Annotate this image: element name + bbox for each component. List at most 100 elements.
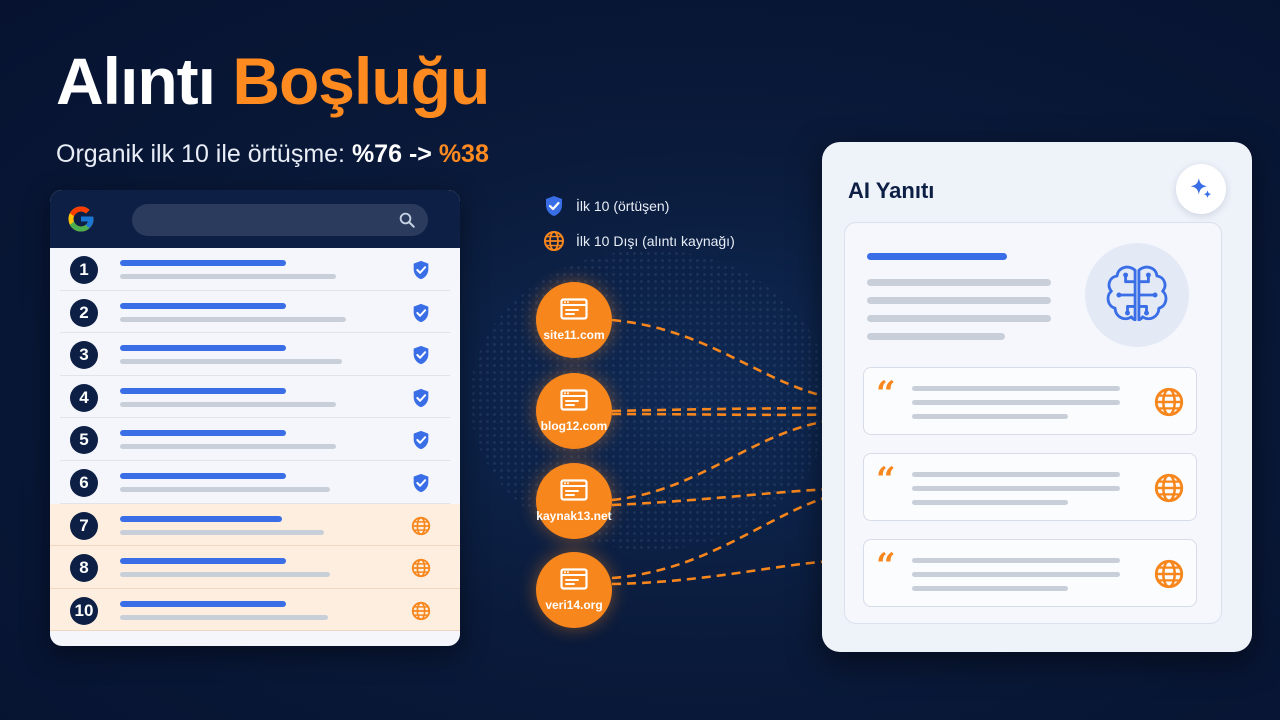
search-input[interactable] [132, 204, 428, 236]
quote-mark-icon: “ [876, 374, 896, 414]
summary-line [867, 333, 1005, 340]
shield-check-icon [546, 196, 562, 216]
results-list: 1 2 3 4 5 6 7 8 10 [50, 248, 460, 632]
shield-check-icon [410, 429, 432, 451]
sparkle-button[interactable] [1176, 164, 1226, 214]
ai-answer-body: “ “ “ [844, 222, 1222, 624]
result-rank: 5 [70, 426, 98, 455]
legend-outside-label: İlk 10 Dışı (alıntı kaynağı) [576, 233, 735, 249]
ai-panel-title: AI Yanıtı [848, 178, 935, 203]
result-row-overlap[interactable]: 4 [60, 376, 450, 419]
result-row-outside[interactable]: 8 [50, 546, 460, 589]
shield-check-icon [410, 259, 432, 281]
result-rank: 3 [70, 341, 98, 370]
result-rank: 7 [70, 511, 98, 540]
shield-check-icon [410, 472, 432, 494]
result-title-bar [120, 260, 286, 266]
magnifier-icon[interactable] [398, 211, 416, 229]
legend-item-overlap: İlk 10 (örtüşen) [542, 194, 735, 218]
world-map-background [470, 250, 830, 550]
result-rank: 6 [70, 468, 98, 497]
title-part-1: Alıntı [56, 44, 216, 118]
source-label: veri14.org [545, 598, 603, 612]
subtitle-arrow: -> [402, 140, 439, 168]
result-rank: 1 [70, 256, 98, 284]
result-row-overlap[interactable]: 5 [60, 418, 450, 461]
result-title-bar [120, 430, 286, 437]
citation-card[interactable]: “ [863, 367, 1197, 435]
result-snippet-bar [120, 401, 336, 407]
summary-heading-line [867, 253, 1007, 260]
citation-line [912, 414, 1068, 419]
citation-line [912, 558, 1120, 563]
result-rank: 4 [70, 383, 98, 412]
result-snippet-bar [120, 614, 328, 620]
source-label: site11.com [543, 328, 605, 342]
source-label: kaynak13.net [536, 509, 612, 523]
globe-icon [410, 600, 432, 622]
citation-card[interactable]: “ [863, 539, 1197, 607]
citation-line [912, 472, 1120, 477]
result-rank: 10 [70, 596, 98, 625]
subtitle-from-value: %76 [351, 140, 402, 168]
summary-line [867, 279, 1051, 286]
citation-line [912, 400, 1120, 405]
globe-icon [1152, 471, 1186, 505]
globe-icon [410, 515, 432, 537]
result-title-bar [120, 302, 286, 309]
legend-item-outside: İlk 10 Dışı (alıntı kaynağı) [542, 229, 735, 253]
citation-line [912, 386, 1120, 391]
result-title-bar [120, 515, 282, 522]
result-rank: 8 [70, 554, 98, 583]
result-snippet-bar [120, 444, 336, 450]
result-snippet-bar [120, 316, 346, 322]
citation-line [912, 586, 1068, 591]
result-rank: 2 [70, 298, 98, 327]
result-title-bar [120, 558, 286, 565]
browser-window-icon [560, 568, 588, 590]
source-circle[interactable]: kaynak13.net [536, 463, 612, 539]
page-title: Alıntı Boşluğu [56, 48, 490, 114]
result-row-overlap[interactable]: 2 [60, 291, 450, 334]
page-subtitle: Organik ilk 10 ile örtüşme: %76 -> %38 [56, 140, 489, 169]
result-snippet-bar [120, 572, 330, 578]
result-snippet-bar [120, 274, 336, 279]
result-row-outside[interactable]: 7 [50, 503, 460, 547]
globe-icon [544, 231, 564, 251]
source-label: blog12.com [540, 419, 608, 433]
globe-icon [410, 557, 432, 579]
result-row-overlap[interactable]: 3 [60, 333, 450, 376]
source-circle[interactable]: veri14.org [536, 552, 612, 628]
browser-window-icon [560, 298, 588, 320]
result-title-bar [120, 387, 286, 394]
search-results-panel: 1 2 3 4 5 6 7 8 10 [50, 190, 460, 646]
summary-line [867, 315, 1051, 322]
result-title-bar [120, 600, 286, 607]
ai-answer-panel: AI Yanıtı [822, 142, 1252, 652]
search-header [50, 190, 460, 248]
citation-line [912, 572, 1120, 577]
shield-check-icon [410, 344, 432, 366]
result-row-overlap[interactable]: 1 [60, 248, 450, 291]
result-snippet-bar [120, 529, 324, 535]
quote-mark-icon: “ [876, 460, 896, 500]
citation-card[interactable]: “ [863, 453, 1197, 521]
title-part-2: Boşluğu [232, 44, 490, 118]
result-row-outside[interactable]: 10 [50, 588, 460, 632]
result-snippet-bar [120, 486, 330, 492]
globe-icon [1152, 557, 1186, 591]
google-g-logo [68, 206, 94, 232]
result-title-bar [120, 345, 286, 352]
sparkle-icon [1190, 178, 1212, 199]
subtitle-prefix: Organik ilk 10 ile örtüşme: [56, 140, 352, 168]
result-row-overlap[interactable]: 6 [60, 461, 450, 504]
legend: İlk 10 (örtüşen) İlk 10 Dışı (alıntı kay… [542, 194, 735, 264]
summary-line [867, 297, 1051, 304]
globe-icon [1152, 385, 1186, 419]
browser-window-icon [560, 389, 588, 411]
citation-line [912, 500, 1068, 505]
source-circle[interactable]: blog12.com [536, 373, 612, 449]
brain-circuit-icon [1106, 265, 1168, 322]
source-circle[interactable]: site11.com [536, 282, 612, 358]
result-title-bar [120, 472, 286, 479]
